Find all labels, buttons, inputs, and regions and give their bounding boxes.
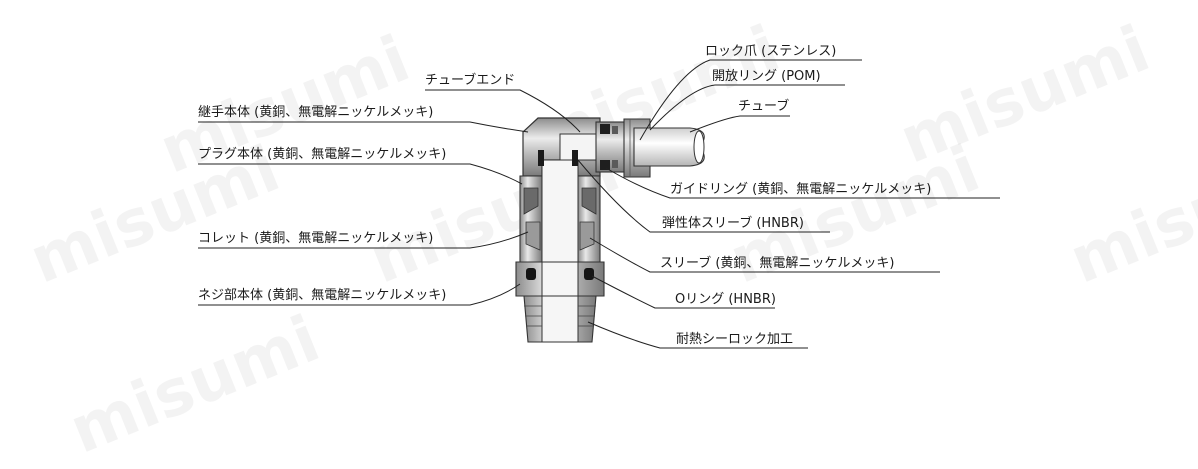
label-plug-body: プラグ本体 (黄銅、無電解ニッケルメッキ) (198, 147, 447, 162)
thread-body (515, 261, 605, 297)
leader-elastic-sleeve (577, 159, 830, 233)
label-o-ring: Oリング (HNBR) (675, 292, 776, 307)
leader-lines (198, 59, 1000, 349)
label-lock-claw: ロック爪 (ステンレス) (705, 44, 837, 59)
elastic-sleeve-right (572, 150, 578, 166)
tube-end (595, 121, 627, 173)
label-tube-end: チューブエンド (425, 73, 516, 88)
leader-thread-body (198, 283, 521, 306)
leader-release-ring (649, 84, 845, 131)
leader-guide-ring (605, 167, 1000, 199)
elastic-sleeve-left (538, 150, 544, 166)
label-thread-body: ネジ部本体 (黄銅、無電解ニッケルメッキ) (198, 288, 447, 303)
o-ring-right (584, 268, 594, 280)
label-joint-body: 継手本体 (黄銅、無電解ニッケルメッキ) (198, 105, 434, 120)
leader-o-ring (591, 275, 775, 309)
label-guide-ring: ガイドリング (黄銅、無電解ニッケルメッキ) (670, 182, 932, 197)
leader-joint-body (198, 121, 529, 133)
label-collet: コレット (黄銅、無電解ニッケルメッキ) (198, 231, 434, 246)
fitting-drawing (198, 59, 1000, 349)
leader-collet (198, 231, 529, 249)
label-tube: チューブ (738, 99, 790, 114)
o-ring-left (526, 268, 536, 280)
fitting-diagram: misumi misumi misumi misumi misumi misum… (20, 12, 1198, 468)
thread-section (523, 295, 597, 343)
label-release-ring: 開放リング (POM) (712, 69, 821, 84)
leader-tube (689, 115, 790, 133)
label-sleeve: スリーブ (黄銅、無電解ニッケルメッキ) (660, 256, 895, 271)
label-elastic-sleeve: 弾性体スリーブ (HNBR) (662, 216, 804, 231)
tube (633, 127, 705, 167)
leader-sleeve (589, 237, 940, 273)
leader-heat-seal (587, 321, 808, 349)
leader-plug-body (198, 163, 523, 185)
leader-tube-end (425, 89, 581, 133)
label-heat-seal: 耐熱シーロック加工 (676, 332, 794, 347)
leader-lock-claw (639, 59, 862, 141)
